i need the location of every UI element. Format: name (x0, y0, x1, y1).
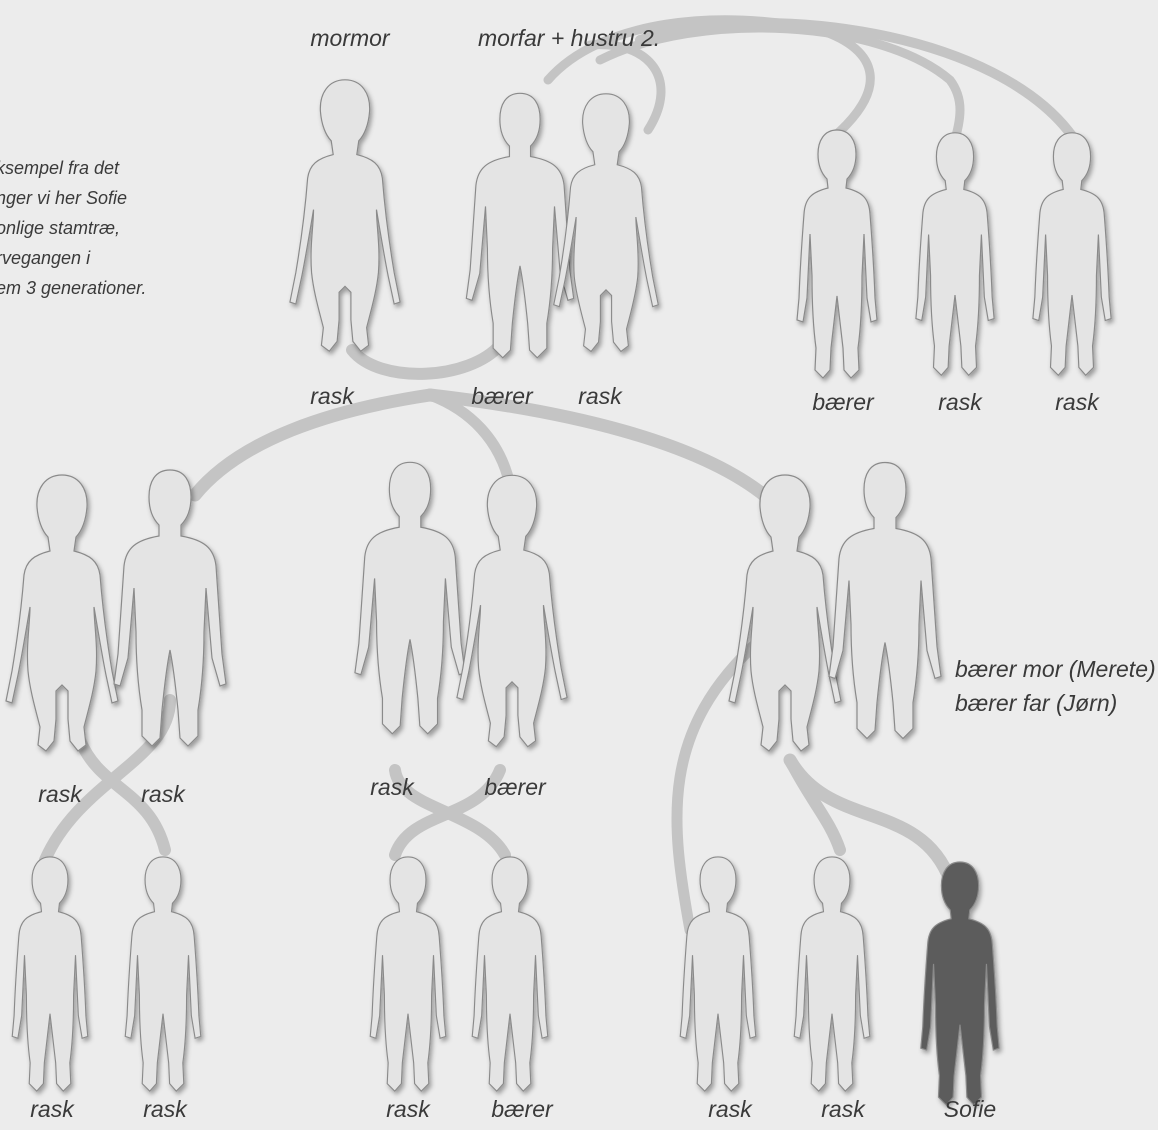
person-figure-hs2 (915, 132, 995, 376)
label-status: rask (821, 1096, 866, 1122)
label-status: rask (578, 383, 623, 409)
label-status: rask (938, 389, 983, 415)
link-couple-children (389, 764, 506, 861)
label-status: rask (30, 1096, 75, 1122)
label-status: rask (370, 774, 415, 800)
person-figure-morfar (465, 92, 575, 359)
person-figure-k7 (920, 861, 1000, 1106)
link-morfar-hustru (585, 40, 666, 135)
label-mormor: mormor (310, 25, 391, 51)
label-sofie: Sofie (944, 1096, 996, 1122)
intro-line: em 3 generationer. (0, 278, 146, 298)
person-figure-hs3 (1032, 132, 1112, 376)
label-jorn: bærer far (Jørn) (955, 690, 1117, 716)
person-figure-k4 (471, 856, 549, 1092)
figures-layer (5, 79, 1112, 1106)
lineage-links (39, 15, 1080, 936)
intro-text: ksempel fra det nger vi her Sofie onlige… (0, 158, 146, 298)
intro-line: ksempel fra det (0, 158, 120, 178)
label-status: rask (143, 1096, 188, 1122)
labels: mormor morfar + hustru 2. rask bærer ras… (30, 25, 1155, 1122)
person-figure-c2m (354, 461, 466, 735)
intro-line: nger vi her Sofie (0, 188, 127, 208)
person-figure-c1f (5, 474, 119, 752)
label-status: bærer (484, 774, 547, 800)
label-status: rask (38, 781, 83, 807)
link-grandparents-child (423, 388, 777, 507)
label-status: rask (386, 1096, 431, 1122)
person-figure-mormor (289, 79, 401, 352)
person-figure-k2 (124, 856, 202, 1092)
label-status: bærer (471, 383, 534, 409)
person-figure-hustru2 (553, 93, 659, 353)
person-figure-k5 (679, 856, 757, 1092)
link-grandparents-child (188, 388, 437, 502)
link-morfar-halfsibling (635, 18, 1080, 145)
label-morfar: morfar + hustru 2. (478, 25, 660, 51)
label-status: bærer (812, 389, 875, 415)
person-figure-k6 (793, 856, 871, 1092)
person-figure-k3 (369, 856, 447, 1092)
person-figure-k1 (11, 856, 89, 1092)
label-status: bærer (491, 1096, 554, 1122)
label-merete: bærer mor (Merete) (955, 656, 1156, 682)
person-figure-c3m (828, 461, 942, 740)
label-status: rask (310, 383, 355, 409)
link-couple-children (39, 694, 176, 866)
person-figure-hs1 (796, 129, 878, 379)
link-couple-children (783, 753, 957, 887)
link-union-grandparents (346, 339, 506, 380)
person-figure-c2f (456, 474, 568, 748)
intro-line: rvegangen i (0, 248, 91, 268)
label-status: rask (708, 1096, 753, 1122)
link-couple-children (671, 634, 766, 936)
person-figure-c3f (728, 474, 842, 752)
label-status: rask (1055, 389, 1100, 415)
link-couple-children (74, 734, 171, 856)
intro-line: onlige stamtræ, (0, 218, 120, 238)
label-status: rask (141, 781, 186, 807)
